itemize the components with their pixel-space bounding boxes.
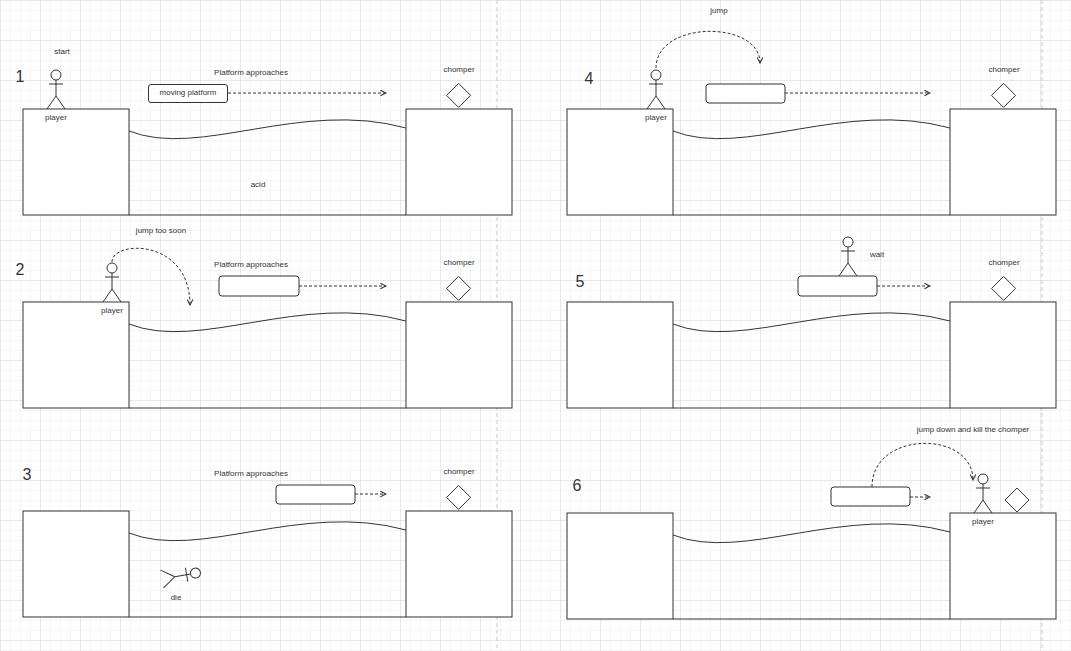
chomper-label: chomper xyxy=(443,259,474,268)
action-note: jump too soon xyxy=(136,227,186,236)
player-label: player xyxy=(645,114,667,123)
player-figure xyxy=(47,70,65,109)
action-note: Platform approaches xyxy=(214,261,288,270)
level-ground xyxy=(567,513,1056,619)
player-label: player xyxy=(972,518,994,527)
motion-arrow xyxy=(877,286,930,287)
chomper-enemy: chomper xyxy=(986,259,1021,301)
player-figure xyxy=(974,474,992,513)
diamond-shape xyxy=(992,83,1016,107)
chomper-label: chomper xyxy=(443,66,474,75)
jump-arc xyxy=(872,443,973,487)
level-ground xyxy=(23,511,512,617)
motion-arrow xyxy=(355,494,386,495)
jump-arc xyxy=(112,248,190,305)
player-label: player xyxy=(45,114,67,123)
panel-number: 6 xyxy=(573,477,582,495)
start-label: start xyxy=(54,48,70,57)
motion-arrow xyxy=(785,93,930,94)
player-figure xyxy=(647,70,665,109)
diamond-shape xyxy=(447,83,471,107)
moving-platform xyxy=(706,84,785,103)
motion-arrow xyxy=(299,286,386,287)
diamond-shape xyxy=(992,276,1016,300)
level-ground xyxy=(567,302,1056,408)
action-note: jump down and kill the chomper xyxy=(917,426,1030,435)
diamond-shape xyxy=(447,485,471,509)
player-label: player xyxy=(101,307,123,316)
moving-platform xyxy=(798,276,877,296)
chomper-label: chomper xyxy=(988,259,1019,268)
panel-number: 4 xyxy=(585,70,594,88)
moving-platform xyxy=(219,276,299,296)
level-ground xyxy=(23,302,512,408)
chomper-label: chomper xyxy=(988,66,1019,75)
moving-platform xyxy=(276,485,355,504)
chomper-enemy xyxy=(1005,488,1029,512)
action-note: wait xyxy=(870,251,884,260)
action-note: die xyxy=(171,594,182,603)
moving-platform: moving platform xyxy=(148,84,228,103)
action-note: Platform approaches xyxy=(214,470,288,479)
panel-number: 2 xyxy=(16,261,25,279)
panel-number: 5 xyxy=(576,273,585,291)
panel-number: 1 xyxy=(16,68,25,86)
chomper-enemy: chomper xyxy=(986,66,1021,108)
dead-player-figure xyxy=(160,563,202,587)
moving-platform xyxy=(831,487,910,506)
chomper-enemy: chomper xyxy=(441,66,476,108)
motion-arrow xyxy=(228,93,386,94)
action-note: Platform approaches xyxy=(214,69,288,78)
level-ground xyxy=(567,109,1056,215)
chomper-enemy: chomper xyxy=(441,468,476,510)
platform-label: moving platform xyxy=(160,89,217,98)
chomper-enemy: chomper xyxy=(441,259,476,301)
acid-label: acid xyxy=(251,181,266,190)
diamond-shape xyxy=(447,276,471,300)
motion-arrow xyxy=(910,497,930,498)
chomper-label: chomper xyxy=(443,468,474,477)
level-ground xyxy=(23,109,512,215)
jump-arc xyxy=(656,31,760,68)
action-note: jump xyxy=(710,7,727,16)
panel-number: 3 xyxy=(23,466,32,484)
player-figure xyxy=(839,237,857,276)
player-figure xyxy=(103,263,121,302)
